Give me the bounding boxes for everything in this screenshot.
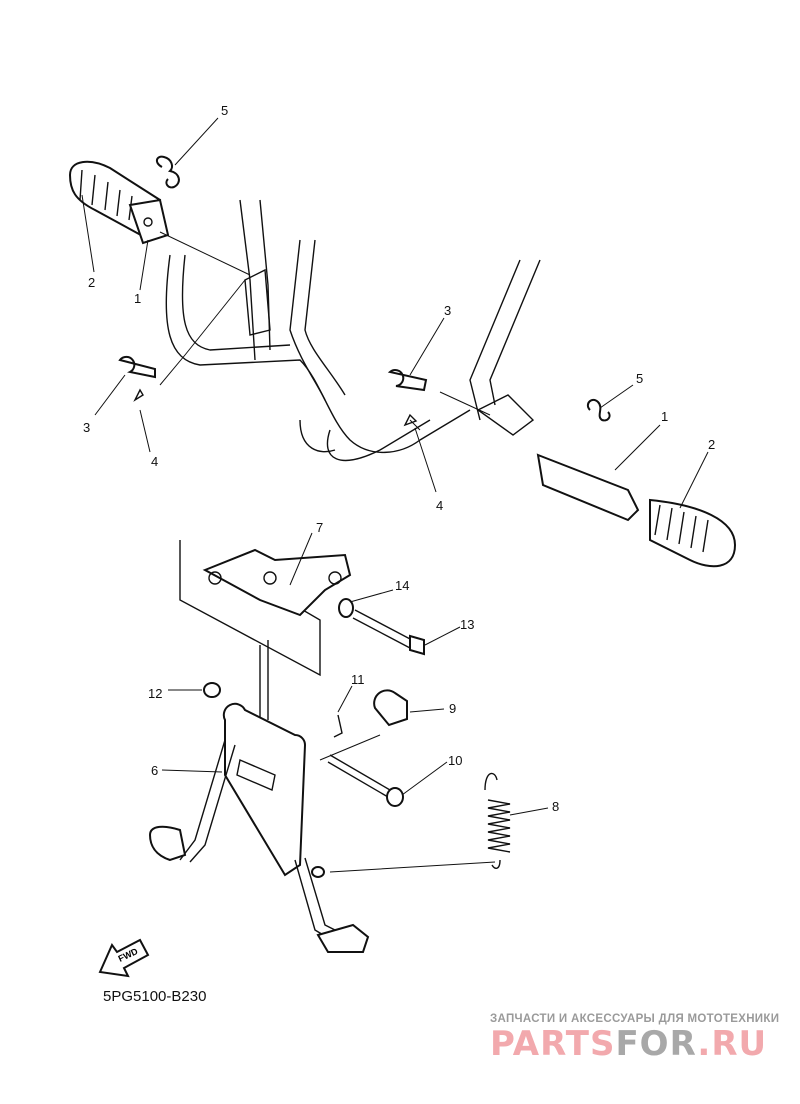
logo-for: FOR <box>615 1024 698 1064</box>
logo-ru: .RU <box>697 1024 768 1064</box>
callout-3: 3 <box>83 420 90 435</box>
callout-numbers: 5 2 1 3 4 3 5 1 2 4 7 14 13 12 11 9 6 10… <box>83 103 715 814</box>
callout-11: 11 <box>351 672 365 687</box>
callout-13: 13 <box>460 617 474 632</box>
left-footpeg <box>68 155 180 402</box>
callout-5: 5 <box>221 103 228 118</box>
callout-4: 4 <box>151 454 158 469</box>
hardware <box>203 598 425 807</box>
stand-bracket <box>179 540 352 720</box>
watermark-tagline: ЗАПЧАСТИ И АКСЕССУАРЫ ДЛЯ МОТОТЕХНИКИ <box>490 1013 780 1025</box>
callout-12: 12 <box>148 686 162 701</box>
diagram-code: 5PG5100-B230 <box>103 988 207 1005</box>
callout-4: 4 <box>436 498 443 513</box>
callout-5: 5 <box>636 371 643 386</box>
callout-2: 2 <box>88 275 95 290</box>
logo-parts: PARTS <box>490 1024 616 1064</box>
leader-lines <box>81 117 709 816</box>
callout-1: 1 <box>134 291 141 306</box>
fwd-arrow: FWD <box>98 938 150 978</box>
callout-8: 8 <box>552 799 559 814</box>
watermark-logo: PARTSFOR.RU <box>490 1024 767 1064</box>
callout-2: 2 <box>708 437 715 452</box>
frame-tubes <box>165 199 541 461</box>
callout-1: 1 <box>661 409 668 424</box>
callout-3: 3 <box>444 303 451 318</box>
callout-7: 7 <box>316 520 323 535</box>
spring <box>484 772 511 869</box>
callout-6: 6 <box>151 763 158 778</box>
callout-9: 9 <box>449 701 456 716</box>
callout-14: 14 <box>395 578 409 593</box>
right-footpeg <box>387 369 737 568</box>
main-stand <box>148 702 370 953</box>
callout-10: 10 <box>448 753 462 768</box>
assembly-lines <box>159 231 496 873</box>
